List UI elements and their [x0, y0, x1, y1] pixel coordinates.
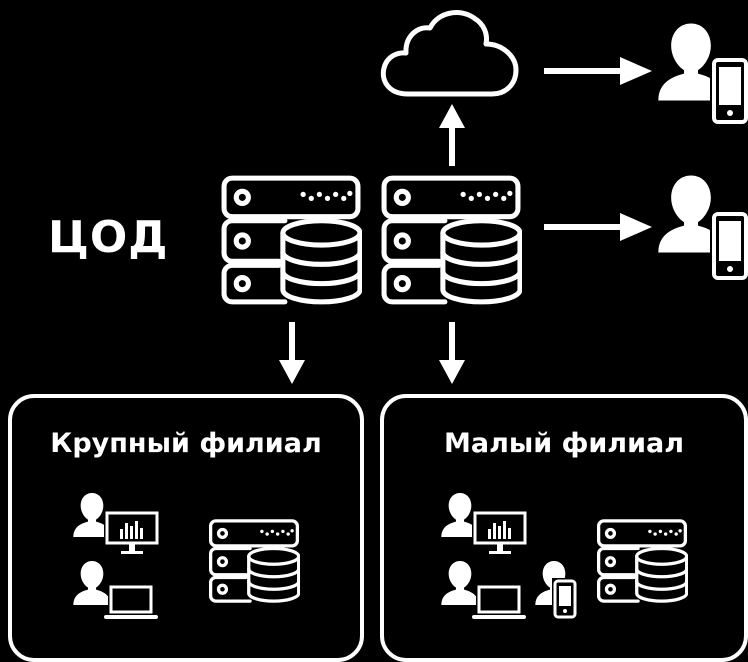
arrow-down-icon	[279, 322, 305, 384]
cloud-icon	[380, 10, 519, 97]
small-branch-box: Малый филиал	[380, 394, 748, 662]
mobile-user-1	[656, 20, 748, 130]
laptop-icon	[104, 584, 158, 619]
large-branch-title: Крупный филиал	[50, 428, 322, 459]
smartphone-icon	[552, 578, 578, 620]
small-branch-title: Малый филиал	[444, 428, 684, 459]
smartphone-icon	[710, 56, 748, 126]
arrow-right-icon	[544, 57, 652, 85]
monitor-chart-icon	[472, 510, 528, 554]
server-icon	[220, 174, 362, 306]
laptop-icon	[472, 584, 526, 619]
large-branch-box: Крупный филиал	[8, 394, 364, 662]
server-icon	[380, 174, 522, 306]
arrow-down-icon	[439, 322, 465, 384]
mobile-user-2	[656, 170, 748, 285]
arrow-up-icon	[439, 104, 465, 166]
server-icon	[208, 519, 300, 603]
data-center-label: ЦОД	[48, 212, 169, 263]
arrow-right-icon	[544, 213, 652, 241]
monitor-chart-icon	[104, 510, 160, 554]
server-icon	[596, 519, 688, 603]
smartphone-icon	[710, 210, 748, 282]
